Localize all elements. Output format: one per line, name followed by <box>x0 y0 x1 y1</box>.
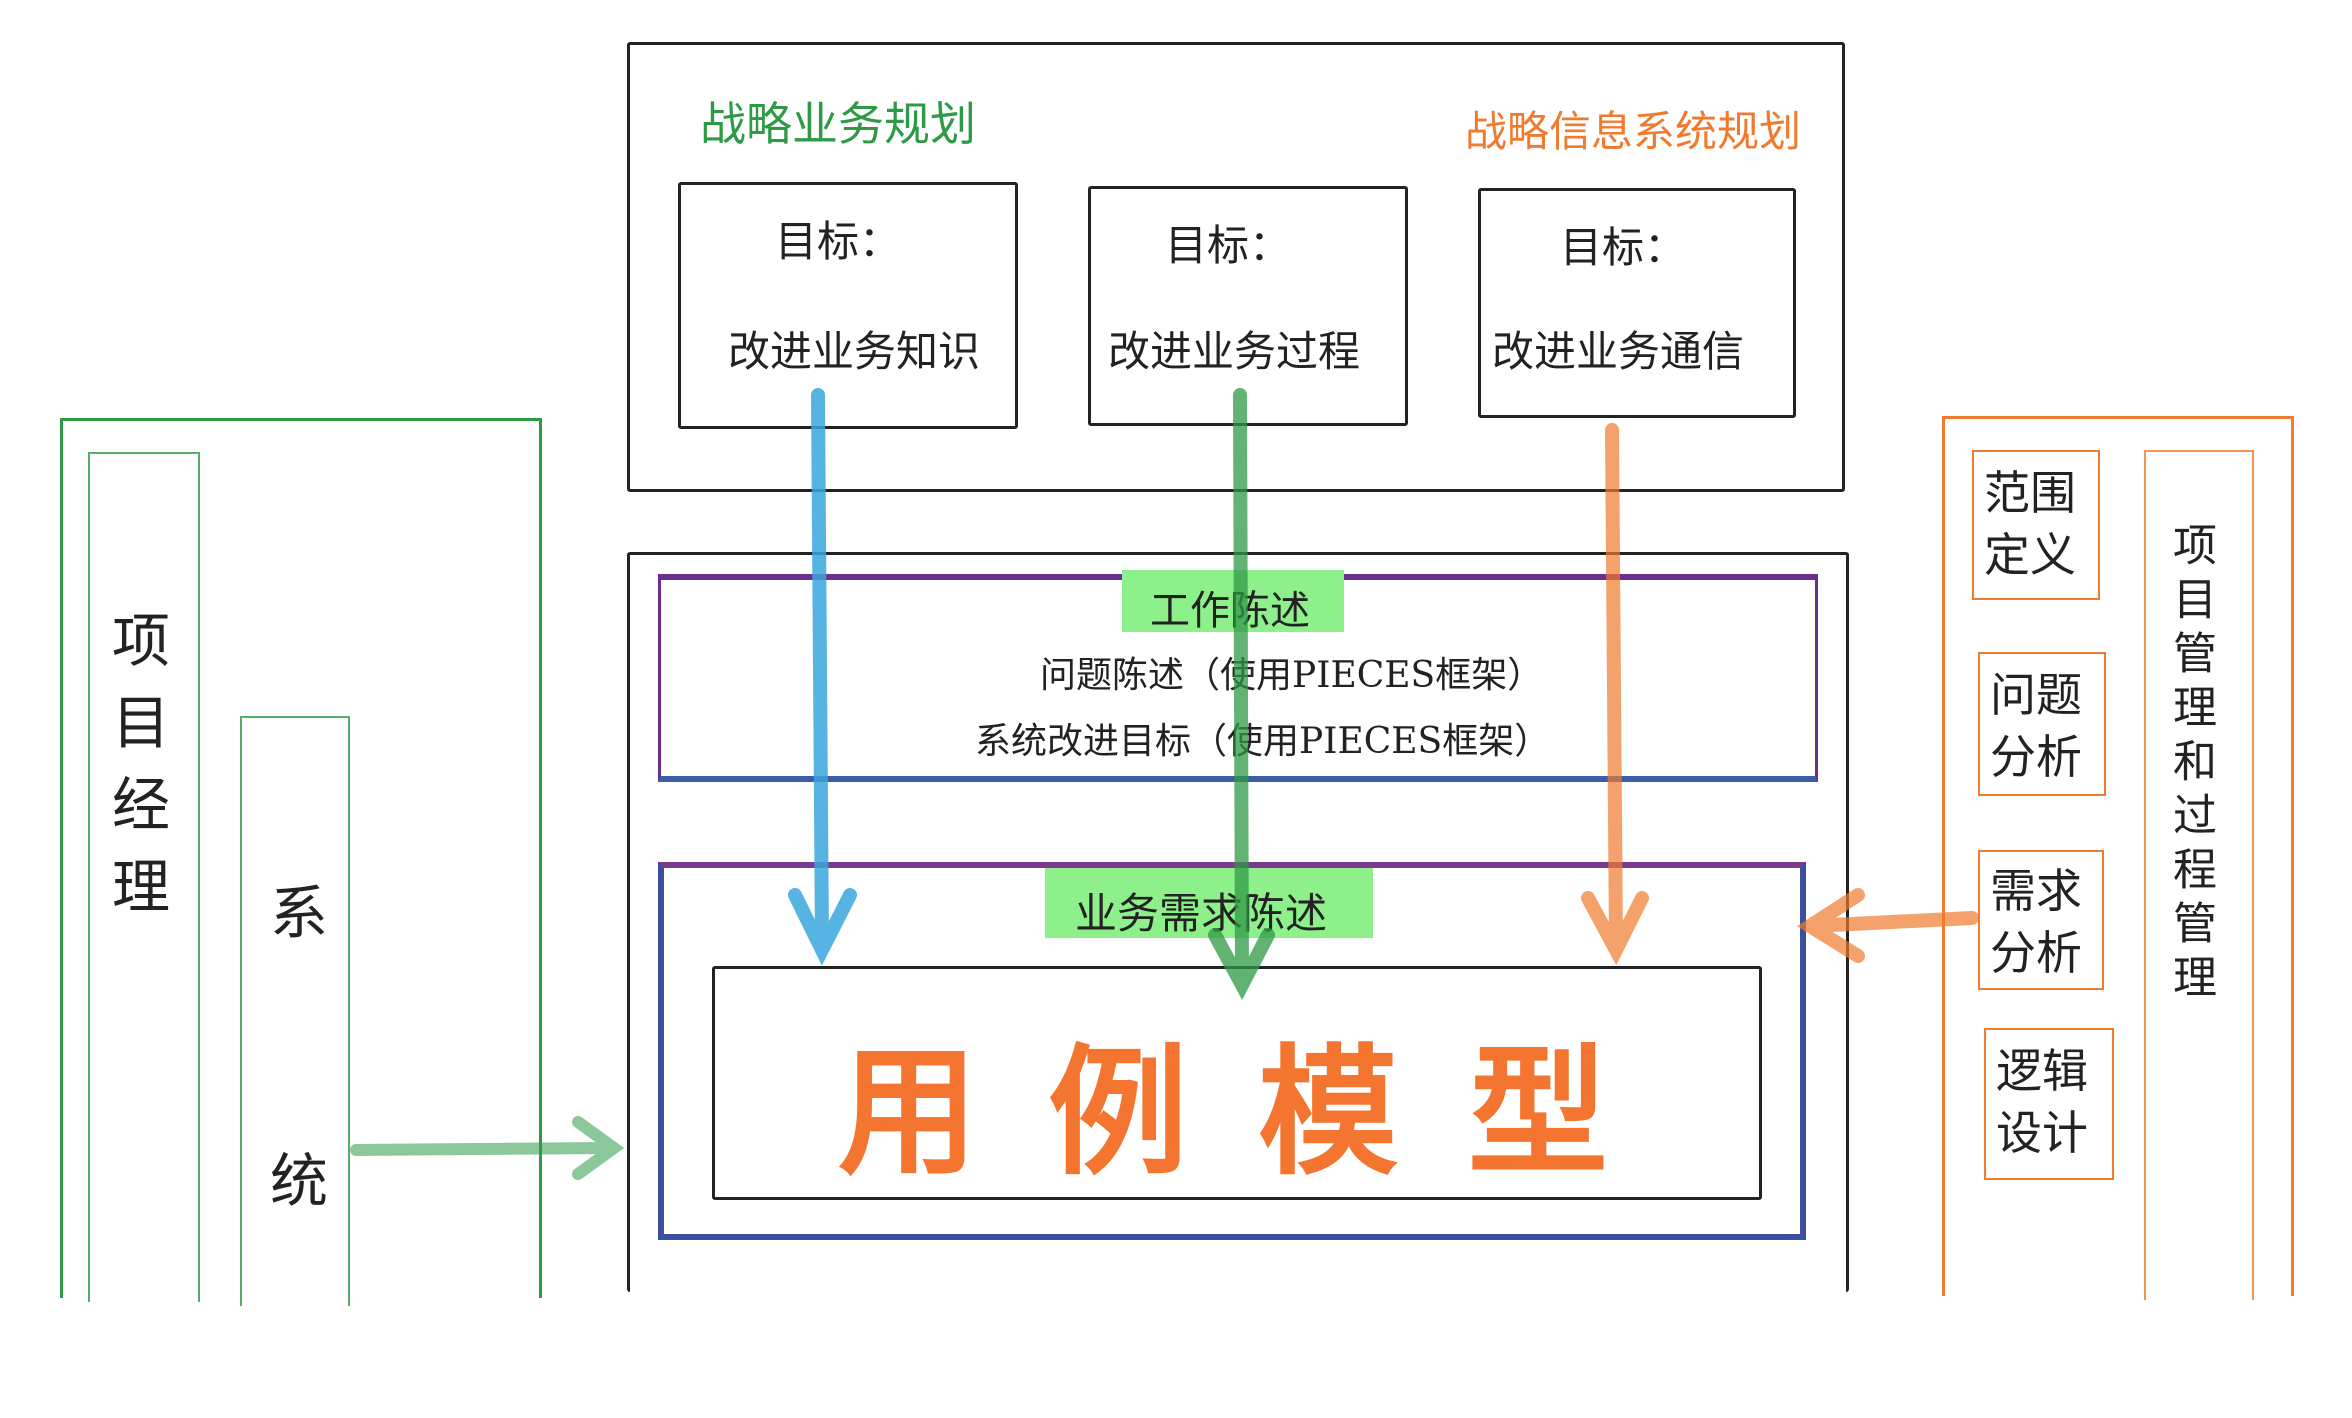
phase-box-logical-design <box>1984 1028 2114 1180</box>
goal-text-process: 改进业务过程 <box>1108 327 1361 376</box>
project-manager-panel <box>60 418 542 1298</box>
project-management-panel <box>1942 416 2294 1296</box>
phase-box-problem-analysis <box>1978 652 2106 796</box>
problem-statement-line: 问题陈述（使用PIECES框架） <box>1040 655 1544 696</box>
process-management-label: 项目管理和过程管理 <box>2165 522 2216 1008</box>
project-manager-label: 项目经理 <box>102 610 170 938</box>
goal-label: 目标： <box>1560 223 1687 272</box>
work-statement-title: 工作陈述 <box>1150 588 1310 634</box>
phase-label-scope: 范围定义 <box>1984 466 2076 582</box>
phase-box-scope <box>1972 450 2100 600</box>
goal-label: 目标： <box>1165 221 1292 270</box>
phase-label-logical-design: 逻辑设计 <box>1996 1044 2088 1160</box>
goal-text-communication: 改进业务通信 <box>1492 327 1745 376</box>
requirements-highlight <box>1045 868 1373 938</box>
goal-text-knowledge: 改进业务知识 <box>728 327 981 376</box>
goal-box-knowledge <box>678 182 1018 429</box>
goal-box-communication <box>1478 188 1796 418</box>
use-case-model-title: 用例模型 <box>838 1031 1679 1195</box>
systems-column <box>240 716 350 1306</box>
phase-box-requirements-analysis <box>1978 850 2104 990</box>
goal-label: 目标： <box>775 217 902 266</box>
strategic-is-planning-title: 战略信息系统规划 <box>1465 107 1802 156</box>
project-manager-inner-column <box>88 452 200 1302</box>
strategic-business-planning-title: 战略业务规划 <box>700 97 976 151</box>
process-management-column <box>2144 450 2254 1300</box>
business-requirements-band <box>658 862 1806 1240</box>
improvement-objectives-line: 系统改进目标（使用PIECES框架） <box>975 721 1551 762</box>
phase-label-requirements-analysis: 需求分析 <box>1990 864 2082 980</box>
phase-label-problem-analysis: 问题分析 <box>1990 668 2082 784</box>
systems-label: 系统 <box>260 882 328 1418</box>
requirements-title: 业务需求陈述 <box>1075 889 1328 938</box>
